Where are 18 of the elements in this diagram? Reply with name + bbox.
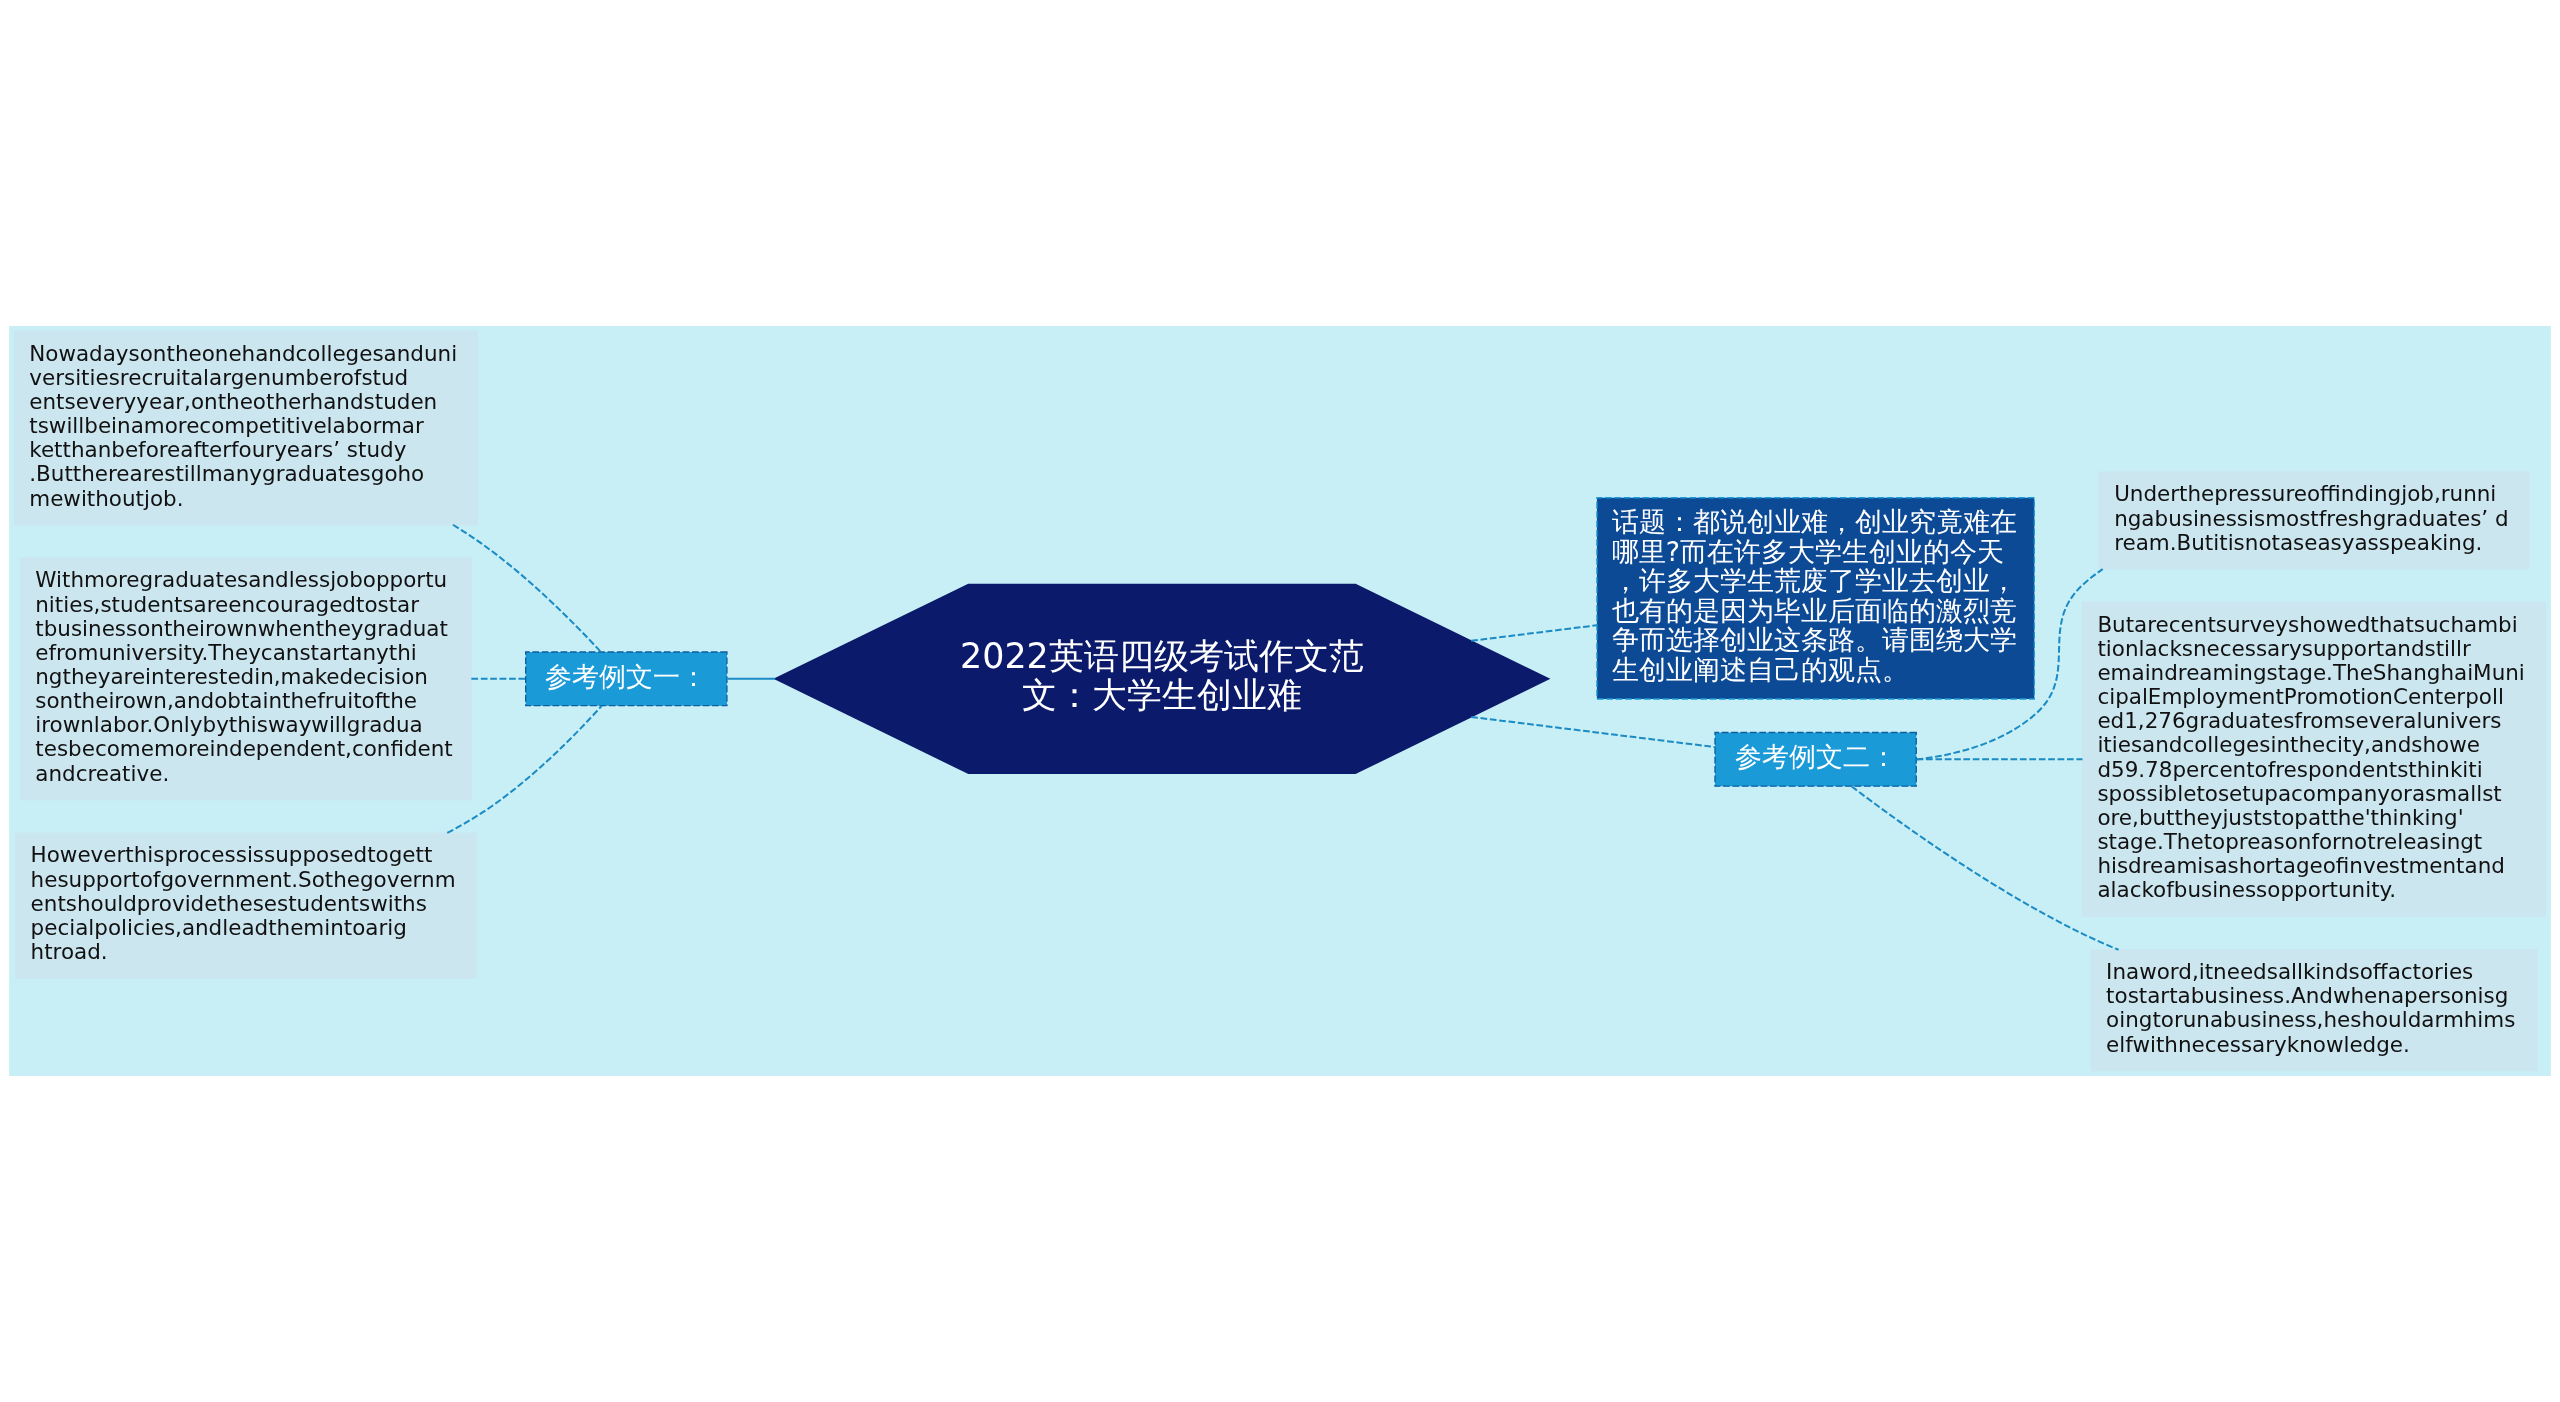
- node-box: 话题：都说创业难，创业究竟难在哪里?而在许多大学生创业的今天，许多大学生荒废了学业去创业，也有的是因为毕业后面临的激烈竞争而选择创业这条路。请围绕大学生创业阐述自己的观点。: [1596, 497, 2035, 700]
- connector: [452, 523, 602, 653]
- connector: [1471, 715, 1715, 749]
- connector: [446, 705, 603, 834]
- connector: [727, 677, 776, 680]
- node-box: 参考例文一：: [525, 651, 728, 707]
- node-box: Withmoregraduatesandlessjobopportunities,studentsareencouragedtostartbusinessontheirownwhentheygraduatefromuniversity.Theycanstartanythingtheyareinterestedin,makedecisionsontheirown,andobtainthefruitoftheirownlabor.Onlybythiswaywillgraduatesbecomemoreindependent,confidentandcreative.: [19, 557, 472, 801]
- node-box: Howeverthisprocessissupposedtogetthesupportofgovernment.Sothegovernmentshouldprovidethesestudentswithspecialpolicies,andleadthemintoarightroad.: [15, 832, 477, 979]
- node-box: Inaword,itneedsallkindsoffactoriestostartabusiness.Andwhenapersonisgoingtorunabusiness,heshouldarmhimselfwithnecessaryknowledge.: [2090, 949, 2538, 1072]
- connector: [471, 677, 526, 680]
- node-box: Nowadaysontheonehandcollegesanduniversitiesrecruitalargenumberofstudentseveryyear,ontheotherhandstudentswillbeinamorecompetitivelabormarketthanbeforeafterfouryears’ study.Buttherearestillmanygraduatesgohomewithoutjob.: [13, 330, 479, 526]
- connector: [1471, 624, 1597, 642]
- node-box: Butarecentsurveyshowedthatsuchambitionlacksnecessarysupportandstillremaindreamingstage.TheShanghaiMunicipalEmploymentPromotionCenterpolled1,276graduatesfromseveraluniversitiesandcollegesinthecity,andshowed59.78percentofrespondentsthinkitispossibletosetupacompanyorasmallstore,buttheyjuststopatthe'thinking'stage.Thetopreasonfornotreleasingthisdreamisashortageofinvestmentandalackofbusinessopportunity.: [2081, 601, 2547, 917]
- connector: [1851, 785, 2119, 951]
- node-box: 参考例文二：: [1714, 731, 1917, 787]
- connector: [1916, 758, 2083, 761]
- node-box: Underthepressureoffindingjob,runningabusinessismostfreshgraduates’ dream.Butitisnotaseasyasspeaking.: [2098, 471, 2530, 570]
- connector: [1916, 568, 2104, 761]
